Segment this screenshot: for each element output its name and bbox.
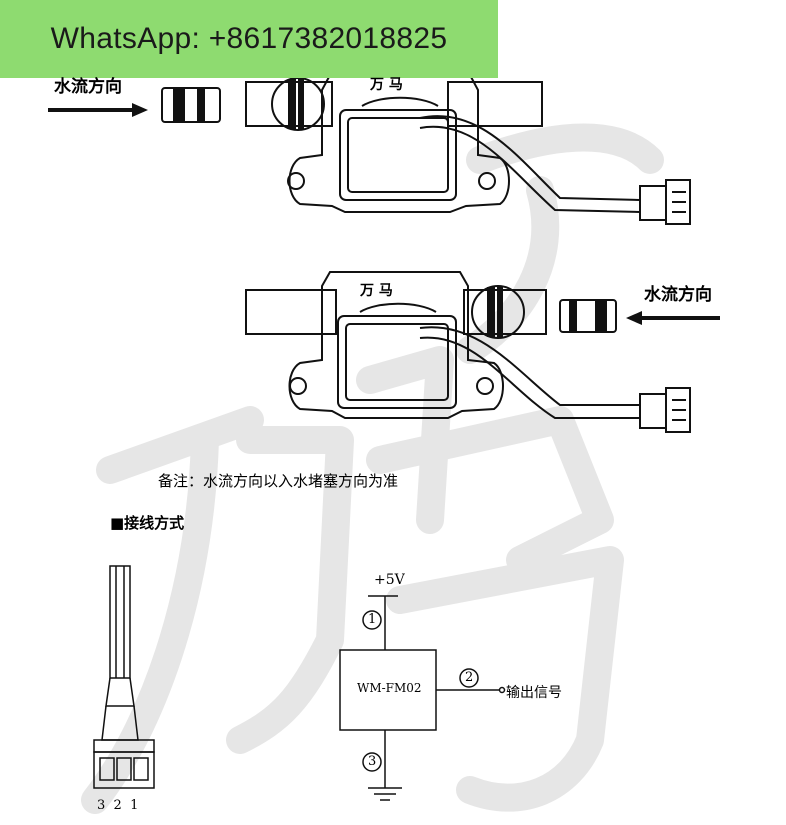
brand-label: 万 马: [370, 77, 403, 93]
connector-drawing: [93, 565, 155, 789]
pin2-label: 2: [465, 670, 474, 685]
wiring-schematic: [339, 595, 506, 801]
flow-direction-label-2: 水流方向: [644, 285, 712, 305]
brand-label-2: 万 马: [360, 283, 393, 299]
pin2-marker: [459, 668, 479, 688]
note-text: 备注：水流方向以入水堵塞方向为准: [158, 472, 399, 490]
arrow-head-2: [626, 311, 642, 325]
meter-body-2: [288, 271, 504, 419]
pin1-label: 1: [368, 612, 377, 627]
module-label: WM-FM02: [357, 681, 422, 695]
wiring-heading: ■接线方式: [110, 514, 185, 532]
flow-direction-label: 水流方向: [54, 77, 122, 97]
flow-meter-bottom: [245, 271, 720, 433]
inlet-plug: [161, 87, 221, 123]
output-signal-label: 输出信号: [506, 685, 562, 701]
cable: [419, 115, 641, 201]
whatsapp-banner: WhatsApp: +8617382018825: [0, 0, 498, 78]
connector-pin-numbers: 3 2 1: [97, 798, 139, 813]
inlet-plug-2: [559, 299, 617, 333]
flow-meter-top: [48, 74, 691, 225]
inlet-pipe-2: [463, 289, 547, 335]
cable-2: [419, 326, 640, 406]
pin3-label: 3: [368, 754, 377, 769]
outlet-pipe-2: [245, 289, 337, 335]
detail-circle-2: [471, 285, 525, 339]
pin3-marker: [362, 752, 382, 772]
outlet-pipe: [447, 81, 543, 127]
arrow-head: [132, 103, 148, 117]
vcc-label: +5V: [374, 572, 405, 588]
pin1-marker: [362, 610, 382, 630]
detail-circle: [271, 77, 325, 131]
